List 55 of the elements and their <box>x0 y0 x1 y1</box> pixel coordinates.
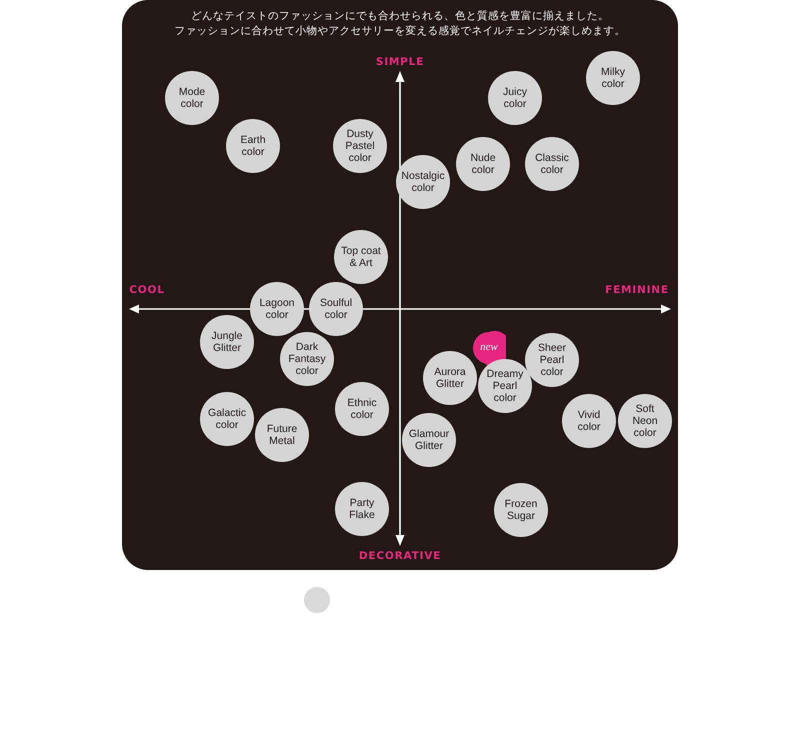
new-label: new <box>479 340 499 354</box>
category-name: Dusty Pastel color <box>344 128 376 164</box>
category-name: Frozen Sugar <box>504 498 538 522</box>
category-circle <box>226 119 280 173</box>
category-circle <box>488 71 542 125</box>
category-name: Soft Neon color <box>631 403 659 439</box>
category-circle <box>396 155 450 209</box>
intro-text: どんなテイストのファッションにでも合わせられる、色と質感を豊富に揃えました。ファッションに合わせて小物やアクセサリーを変える感覚でネイルチェンジが楽しめます。 <box>174 9 626 39</box>
category-name: Glamour Glitter <box>408 428 450 452</box>
category-circle <box>250 282 304 336</box>
axis-label: SIMPLE <box>376 56 424 68</box>
category-name: Juicy color <box>502 86 528 110</box>
category-circle <box>525 137 579 191</box>
category-circle <box>309 282 363 336</box>
category-circle <box>333 119 387 173</box>
category-name: Lagoon color <box>258 297 296 321</box>
category-circle <box>335 382 389 436</box>
category-name: Soulful color <box>318 297 354 321</box>
category-circle <box>280 332 334 386</box>
category-circle <box>402 413 456 467</box>
category-name: Future Metal <box>266 423 298 447</box>
category-name: Classic color <box>534 152 570 176</box>
axis-label: DECORATIVE <box>358 550 442 562</box>
category-circle <box>200 315 254 369</box>
category-circle <box>200 392 254 446</box>
category-circle <box>618 394 672 448</box>
category-name: Jungle Glitter <box>210 330 244 354</box>
category-name: Earth color <box>239 134 267 158</box>
category-circle <box>478 359 532 413</box>
circle-dot <box>304 587 330 613</box>
axis-label: FEMININE <box>605 284 669 296</box>
category-circle <box>335 482 389 536</box>
category-name: Nude color <box>469 152 497 176</box>
category-name: Dreamy Pearl color <box>486 368 524 404</box>
category-circle <box>334 230 388 284</box>
category-name: Dark Fantasy color <box>287 341 327 377</box>
category-name: Aurora Glitter <box>433 366 467 390</box>
category-name: Milky color <box>600 66 626 90</box>
category-name: Vivid color <box>576 409 602 433</box>
category-circle <box>525 333 579 387</box>
category-name: Nostalgic color <box>400 170 446 194</box>
axis-label: COOL <box>129 284 165 296</box>
category-name: Mode color <box>178 86 206 110</box>
category-name: Galactic color <box>207 407 247 431</box>
category-name: Party Flake <box>348 497 376 521</box>
category-circle <box>494 483 548 537</box>
category-circle <box>165 71 219 125</box>
category-circle <box>423 351 477 405</box>
category-circle <box>255 408 309 462</box>
category-circle <box>562 394 616 448</box>
category-circle <box>456 137 510 191</box>
category-circle <box>586 51 640 105</box>
category-name: Sheer Pearl color <box>536 342 568 378</box>
category-name: Ethnic color <box>346 397 378 421</box>
category-name: Top coat & Art <box>340 245 382 269</box>
